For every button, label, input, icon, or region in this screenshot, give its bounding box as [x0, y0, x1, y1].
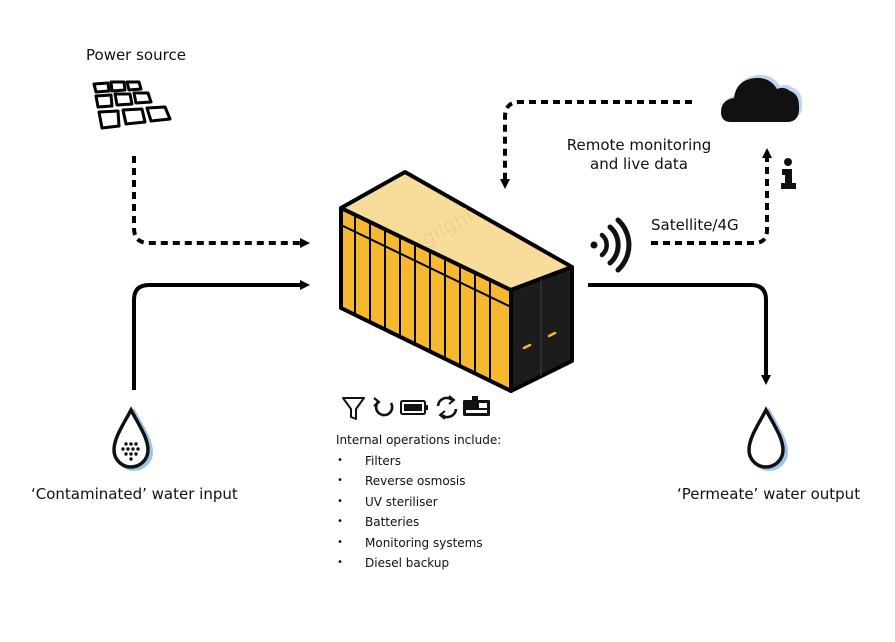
remote-monitoring-line1: Remote monitoring	[566, 136, 712, 154]
output-pipe	[588, 283, 771, 385]
wireless-signal-icon	[590, 217, 632, 273]
container-unit: gilghi	[339, 170, 574, 393]
power-source-label: Power source	[86, 46, 186, 64]
diesel-generator-icon	[463, 396, 490, 416]
operation-item: UV steriliser	[336, 492, 501, 513]
battery-icon	[400, 400, 428, 415]
satellite-line	[651, 148, 772, 245]
contaminated-water-drop-icon	[112, 406, 154, 471]
permeate-water-drop-icon	[747, 406, 789, 471]
operation-item: Monitoring systems	[336, 533, 501, 554]
remote-monitoring-line2: and live data	[590, 155, 688, 173]
info-icon	[781, 158, 796, 189]
filter-icon	[342, 397, 365, 420]
permeate-output-label: ‘Permeate’ water output	[677, 485, 861, 503]
refresh-icon	[373, 397, 394, 417]
operation-item: Diesel backup	[336, 553, 501, 574]
remote-monitoring-label: Remote monitoring and live data	[562, 136, 716, 174]
internal-operations-title: Internal operations include:	[336, 433, 502, 447]
contaminated-input-label: ‘Contaminated’ water input	[31, 485, 238, 503]
internal-operations: Internal operations include: Filters Rev…	[336, 433, 502, 574]
internal-operations-list: Filters Reverse osmosis UV steriliser Ba…	[336, 451, 501, 574]
operation-item: Batteries	[336, 512, 501, 533]
cloud-icon	[721, 74, 803, 122]
solar-panel-icon	[92, 80, 172, 130]
power-line	[132, 156, 310, 248]
input-pipe	[132, 280, 310, 390]
recycle-icon	[436, 395, 458, 420]
operation-item: Filters	[336, 451, 501, 472]
remote-line	[500, 100, 692, 189]
operation-item: Reverse osmosis	[336, 471, 501, 492]
satellite-label: Satellite/4G	[651, 216, 739, 234]
